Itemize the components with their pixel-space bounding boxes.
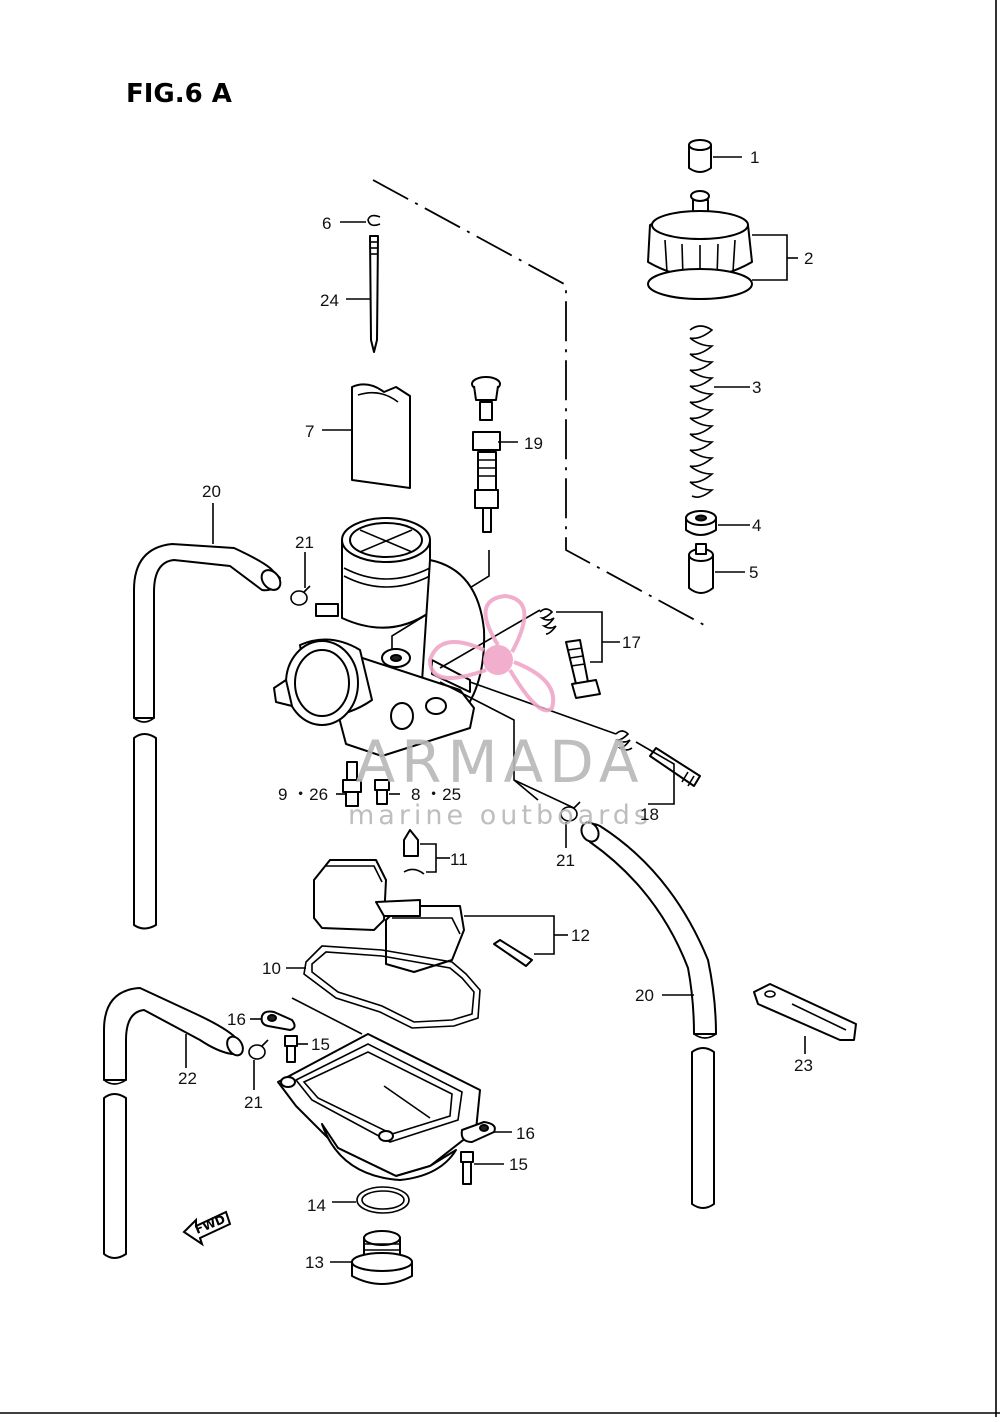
watermark-propeller-blade-top — [483, 593, 527, 653]
callout-7: 7 — [305, 422, 314, 441]
callout-9-26: 9 ・26 — [278, 785, 328, 804]
callout-17: 17 — [622, 633, 641, 652]
callout-12: 12 — [571, 926, 590, 945]
watermark-brand: ARMADA — [355, 728, 644, 796]
callout-16-upper: 16 — [227, 1010, 246, 1029]
watermark-propeller-blade-left — [427, 640, 487, 680]
part-jet-needle[interactable] — [369, 235, 379, 353]
callout-20-upper: 20 — [202, 482, 221, 501]
part-screw-lower[interactable] — [460, 1151, 474, 1185]
callout-19: 19 — [524, 434, 543, 453]
part-drain-hose[interactable] — [103, 987, 246, 1259]
part-float-valve[interactable] — [403, 829, 425, 875]
callout-16-lower: 16 — [516, 1124, 535, 1143]
callout-18: 18 — [640, 805, 659, 824]
callout-6: 6 — [322, 214, 331, 233]
callout-20-lower: 20 — [635, 986, 654, 1005]
part-float-chamber[interactable] — [277, 1033, 481, 1181]
part-starter-plunger[interactable] — [471, 376, 501, 533]
part-main-jet[interactable] — [374, 779, 390, 805]
callout-15-lower: 15 — [509, 1155, 528, 1174]
part-spring[interactable] — [689, 325, 715, 498]
callout-14: 14 — [307, 1196, 326, 1215]
part-top-cover[interactable] — [647, 190, 753, 300]
forward-direction-arrow: FWD — [182, 1210, 232, 1247]
part-vent-hose-left[interactable] — [133, 543, 284, 930]
callout-13: 13 — [305, 1253, 324, 1272]
callout-10: 10 — [262, 959, 281, 978]
callout-1: 1 — [750, 148, 759, 167]
part-hose-clamp-lower[interactable] — [248, 1039, 269, 1060]
part-spring-seat[interactable] — [685, 510, 717, 536]
callout-3: 3 — [752, 378, 761, 397]
part-e-clip[interactable] — [367, 214, 381, 227]
part-o-ring[interactable] — [356, 1186, 410, 1214]
callout-2: 2 — [804, 249, 813, 268]
callout-21-lower: 21 — [244, 1093, 263, 1112]
part-cap[interactable] — [688, 139, 712, 173]
part-vent-hose-right[interactable] — [578, 819, 717, 1209]
callout-8-25: 8 ・25 — [411, 785, 461, 804]
part-carburetor-body[interactable] — [273, 517, 486, 757]
watermark-propeller-hub — [483, 645, 513, 675]
part-hose-clamp-middle[interactable] — [560, 801, 581, 822]
part-drain-plug[interactable] — [351, 1230, 413, 1285]
part-hose-clamp-upper[interactable] — [290, 585, 311, 606]
assembly-reference-line — [372, 179, 707, 627]
callout-21-middle: 21 — [556, 851, 575, 870]
watermark-tagline: marine outboards — [348, 800, 652, 831]
figure-title: FIG.6 A — [126, 79, 232, 109]
callout-11: 11 — [450, 850, 468, 869]
callout-24: 24 — [320, 291, 339, 310]
part-idle-screw-set[interactable] — [539, 608, 601, 699]
part-screw-upper[interactable] — [284, 1035, 298, 1063]
part-throttle-valve[interactable] — [688, 543, 714, 594]
part-float[interactable] — [313, 859, 533, 973]
watermark-propeller-blade-right — [508, 660, 556, 713]
callout-23: 23 — [794, 1056, 813, 1075]
callout-22: 22 — [178, 1069, 197, 1088]
part-float-chamber-gasket[interactable] — [303, 945, 481, 1029]
part-needle-jet[interactable] — [342, 761, 362, 807]
callout-5: 5 — [749, 563, 758, 582]
callout-4: 4 — [752, 516, 761, 535]
part-valve-plate[interactable] — [351, 383, 411, 489]
callout-21-upper: 21 — [295, 533, 314, 552]
callout-15-upper: 15 — [311, 1035, 330, 1054]
part-hose-guide[interactable] — [753, 983, 857, 1041]
watermark-logo: ARMADA marine outboards — [348, 593, 652, 831]
part-clamp-plate-upper[interactable] — [260, 1010, 296, 1031]
